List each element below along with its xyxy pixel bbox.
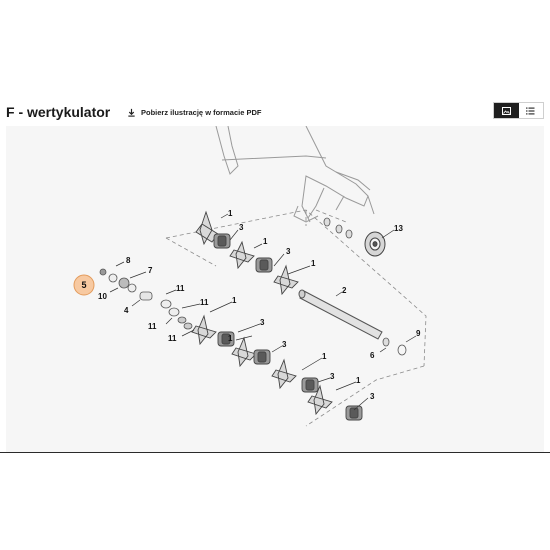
part-label[interactable]: 1 <box>228 334 233 343</box>
part-label[interactable]: 11 <box>168 334 177 343</box>
part-label[interactable]: 3 <box>239 223 244 232</box>
part-label[interactable]: 3 <box>260 318 265 327</box>
list-view-icon <box>526 102 535 120</box>
bearing-set-top <box>323 217 353 239</box>
part-label[interactable]: 1 <box>322 352 327 361</box>
page-title: F - wertykulator <box>6 104 111 120</box>
part-label[interactable]: 1 <box>228 209 233 218</box>
part-label[interactable]: 3 <box>286 247 291 256</box>
part-label[interactable]: 2 <box>342 286 347 295</box>
blade-hub-group <box>191 210 363 421</box>
selected-part-number: 5 <box>81 280 86 290</box>
exploded-diagram: 5 1 3 1 3 13 1 8 7 2 11 10 11 4 11 1 11 … <box>73 125 427 427</box>
washers-left <box>99 268 193 330</box>
shaft <box>298 289 383 340</box>
leader-lines <box>109 213 417 411</box>
image-view-button[interactable] <box>494 103 519 118</box>
part-label[interactable]: 6 <box>370 351 375 360</box>
shaft-end-parts <box>382 337 407 356</box>
part-label[interactable]: 8 <box>126 256 131 265</box>
part-label[interactable]: 3 <box>282 340 287 349</box>
list-view-button[interactable] <box>518 102 543 120</box>
part-label[interactable]: 1 <box>356 376 361 385</box>
download-pdf-label: Pobierz ilustrację w formacie PDF <box>141 108 262 117</box>
view-toggle <box>493 102 544 119</box>
part-label[interactable]: 1 <box>232 296 237 305</box>
part-label[interactable]: 4 <box>124 306 129 315</box>
part-label[interactable]: 3 <box>330 372 335 381</box>
download-pdf-link[interactable]: Pobierz ilustrację w formacie PDF <box>127 108 261 117</box>
part-labels: 1 3 1 3 13 1 8 7 2 11 10 11 4 11 1 11 3 … <box>98 209 421 401</box>
part-label[interactable]: 11 <box>176 284 185 293</box>
part-label[interactable]: 7 <box>148 266 153 275</box>
pulley <box>364 231 386 257</box>
part-label[interactable]: 1 <box>263 237 268 246</box>
part-label[interactable]: 1 <box>311 259 316 268</box>
part-label[interactable]: 10 <box>98 292 107 301</box>
part-label[interactable]: 3 <box>370 392 375 401</box>
bottom-divider <box>0 452 550 453</box>
image-view-icon <box>501 102 511 120</box>
part-label[interactable]: 13 <box>394 224 403 233</box>
part-label[interactable]: 11 <box>148 322 157 331</box>
frame-outline <box>215 125 375 223</box>
part-label[interactable]: 9 <box>416 329 421 338</box>
selected-part-callout[interactable] <box>73 274 95 296</box>
assembly-outline <box>165 209 427 427</box>
exploded-diagram-panel: 5 1 3 1 3 13 1 8 7 2 11 10 11 4 11 1 11 … <box>6 125 544 452</box>
download-icon <box>127 108 136 117</box>
part-label[interactable]: 11 <box>200 298 209 307</box>
